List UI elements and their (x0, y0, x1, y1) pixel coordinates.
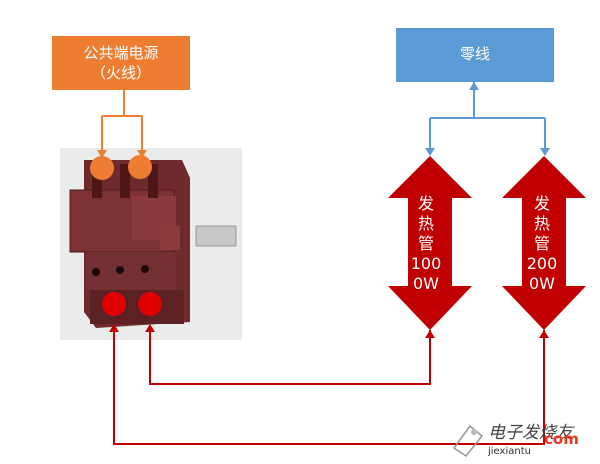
switch-shaft (195, 225, 237, 247)
power-source-label: 公共端电源 (83, 44, 159, 62)
neutral-arrow-heater-1 (425, 148, 435, 156)
heater-2-label: 发 热 管 200 0W (522, 194, 562, 294)
heater-1-line: 0W (413, 274, 439, 293)
live-terminal-1 (90, 156, 114, 180)
heater-2-line: 管 (533, 234, 550, 253)
heater-1-arrow (388, 156, 472, 330)
power-source-box: 公共端电源 （火线） (52, 36, 190, 90)
return-arrow-heater-1 (425, 330, 435, 338)
neutral-wire (429, 82, 546, 150)
heater-1-line: 管 (417, 234, 434, 253)
neutral-box: 零线 (396, 28, 554, 82)
neutral-label: 零线 (459, 45, 490, 63)
return-arrow-heater-2 (539, 330, 549, 338)
live-arrow-left (97, 150, 107, 158)
watermark: 电子发烧友 com jiexiantu (448, 418, 598, 462)
return-arrow-terminal-2 (145, 324, 155, 332)
live-terminal-2 (128, 155, 152, 179)
heater-1-line: 发 (417, 194, 434, 213)
heater-2-line: 发 (533, 194, 550, 213)
heater-2-arrow (502, 156, 586, 330)
live-arrow-right (137, 150, 147, 158)
heater-terminal-2 (138, 292, 162, 316)
watermark-logo-icon (452, 424, 484, 458)
heater-1-line: 热 (417, 214, 434, 233)
power-source-sublabel: （火线） (90, 64, 151, 82)
heater-2-line: 0W (529, 274, 555, 293)
heater-terminal-1 (102, 292, 126, 316)
rotary-switch (69, 160, 190, 328)
live-wire (101, 90, 143, 152)
return-wire (113, 330, 545, 445)
heater-2-line: 200 (526, 254, 558, 273)
heater-1-label: 发 热 管 100 0W (406, 194, 446, 294)
watermark-dot: com (544, 430, 579, 448)
watermark-brand: 电子发烧友 (488, 423, 573, 443)
neutral-arrow-up (469, 82, 479, 90)
heater-2-line: 热 (533, 214, 550, 233)
return-arrow-terminal-1 (109, 324, 119, 332)
heater-1-line: 100 (410, 254, 442, 273)
neutral-arrow-heater-2 (540, 148, 550, 156)
watermark-url: jiexiantu (488, 446, 531, 457)
